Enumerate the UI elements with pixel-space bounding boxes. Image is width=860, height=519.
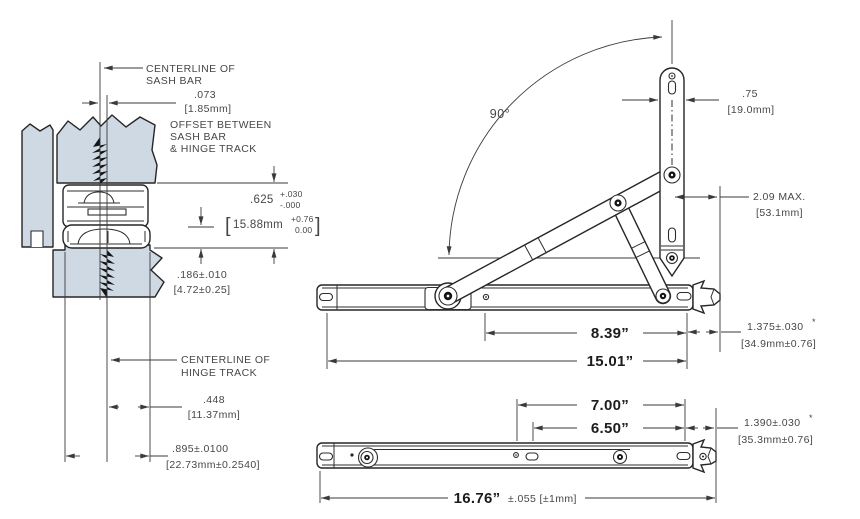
stack-tol-plus: +.030 (280, 189, 303, 199)
clearance-mm-label: [4.72±0.25] (174, 284, 231, 296)
clearance-in-label: .186±.010 (177, 269, 227, 281)
cl-to-edge-mm-label: [11.37mm] (188, 409, 240, 421)
end-offset-mm-label: [34.9mm±0.76] (741, 338, 816, 350)
stack-tol-minus: -.000 (280, 200, 300, 210)
overall-length-tol-label: ±.055 [±1mm] (508, 493, 577, 505)
dim-hole-span-700: 7.00” (516, 397, 686, 441)
stack-mm-label: 15.88mm (233, 219, 283, 231)
end-offset-note: * (812, 317, 816, 327)
stack-mm-rbracket: ] (315, 215, 321, 237)
open-view: 90° (316, 20, 816, 370)
offset-note-1: OFFSET BETWEEN (170, 119, 272, 131)
opening-angle-arc (446, 34, 663, 256)
track-width-mm-label: [22.73mm±0.2540] (166, 459, 260, 471)
track-length-label: 15.01” (587, 353, 634, 370)
track-end-slot (318, 292, 334, 302)
stack-out-in-label: 2.09 MAX. (753, 191, 806, 203)
centerline-hinge-track-label-1: CENTERLINE OF (181, 354, 270, 366)
left-jamb-profile (21, 123, 54, 248)
sash-bar-section (62, 184, 149, 228)
hinge-track-section (62, 224, 151, 249)
dim-pivot-span-839: 8.39” 15.01” (326, 313, 688, 370)
closed-end-offset-mm-label: [35.3mm±0.76] (738, 434, 813, 446)
dim-hole-span-650: 6.50” (532, 420, 684, 441)
stack-mm-tol-plus: +0.76 (291, 214, 314, 224)
dim-end-offset-1390: 1.390±.030 * [35.3mm±0.76] (686, 408, 813, 503)
dim-clearance-186: .186±.010 [4.72±0.25] (174, 207, 231, 296)
centerline-sash-bar-label-2: SASH BAR (146, 75, 202, 87)
bracket-width-in-label: .75 (742, 88, 758, 100)
centerline-sash-bar-label-1: CENTERLINE OF (146, 63, 235, 75)
closed-view: 7.00” 6.50” 1.390±.030 * [35.3mm±0.76] 1… (316, 397, 813, 507)
closed-end-offset-note: * (809, 413, 813, 423)
dim-stack-625: .625 +.030 -.000 [ 15.88mm +0.76 0.00 ] (225, 166, 321, 264)
offset-note-3: & HINGE TRACK (170, 143, 257, 155)
dim-bracket-width-75: .75 [19.0mm] (622, 88, 774, 116)
stack-mm-lbracket: [ (225, 215, 231, 237)
cl-to-edge-in-label: .448 (203, 394, 225, 406)
offset-note-2: SASH BAR (170, 131, 226, 143)
track-spear-end (692, 279, 721, 315)
dim-offset-073: .073 [1.85mm] OFFSET BETWEEN SASH BAR & … (82, 89, 272, 155)
offset-in-label: .073 (194, 89, 216, 101)
bracket-width-mm-label: [19.0mm] (728, 104, 775, 116)
pivot-rivets (438, 166, 681, 306)
closed-track (316, 438, 717, 474)
dim-end-offset-1375: 1.375±.030 * [34.9mm±0.76] (688, 317, 816, 350)
centerline-hinge-track-label-2: HINGE TRACK (181, 367, 257, 379)
opening-angle-label: 90° (490, 107, 510, 121)
open-track (316, 279, 721, 315)
frame-members (21, 114, 165, 298)
stack-in-label: .625 (250, 194, 274, 206)
callout-centerline-hinge-track: CENTERLINE OF HINGE TRACK (111, 354, 270, 379)
closed-mid-slot (525, 452, 539, 461)
section-extension-lines (64, 62, 288, 462)
track-width-in-label: .895±.0100 (172, 443, 228, 455)
track-mount-slot (676, 291, 692, 301)
closed-end-slot (318, 452, 334, 461)
callout-centerline-sash-bar: CENTERLINE OF SASH BAR (104, 63, 235, 87)
frame-bottom-profile (52, 244, 165, 298)
hole-span-b-label: 6.50” (591, 420, 629, 437)
overall-length-label: 16.76” (454, 490, 501, 507)
bracket-slot-bottom (667, 227, 677, 243)
pivot-span-label: 8.39” (591, 325, 629, 342)
dim-cl-to-edge-448: .448 [11.37mm] (109, 394, 240, 421)
jamb-notch (30, 230, 44, 247)
dim-track-width-895: .895±.0100 [22.73mm±0.2540] (66, 443, 260, 471)
hole-span-a-label: 7.00” (591, 397, 629, 414)
closed-mount-slot (676, 451, 691, 461)
stack-out-mm-label: [53.1mm] (756, 207, 803, 219)
section-view: CENTERLINE OF SASH BAR .073 [1.85mm] OFF… (21, 62, 321, 471)
closed-end-offset-in-label: 1.390±.030 (744, 417, 800, 429)
bracket-slot-top (667, 80, 677, 95)
stack-mm-tol-minus: 0.00 (295, 225, 312, 235)
offset-mm-label: [1.85mm] (185, 103, 232, 115)
dim-overall-1676: 16.76” ±.055 [±1mm] (319, 471, 715, 507)
dim-stack-out-209: 2.09 MAX. [53.1mm] (675, 186, 806, 352)
end-offset-in-label: 1.375±.030 (747, 321, 803, 333)
